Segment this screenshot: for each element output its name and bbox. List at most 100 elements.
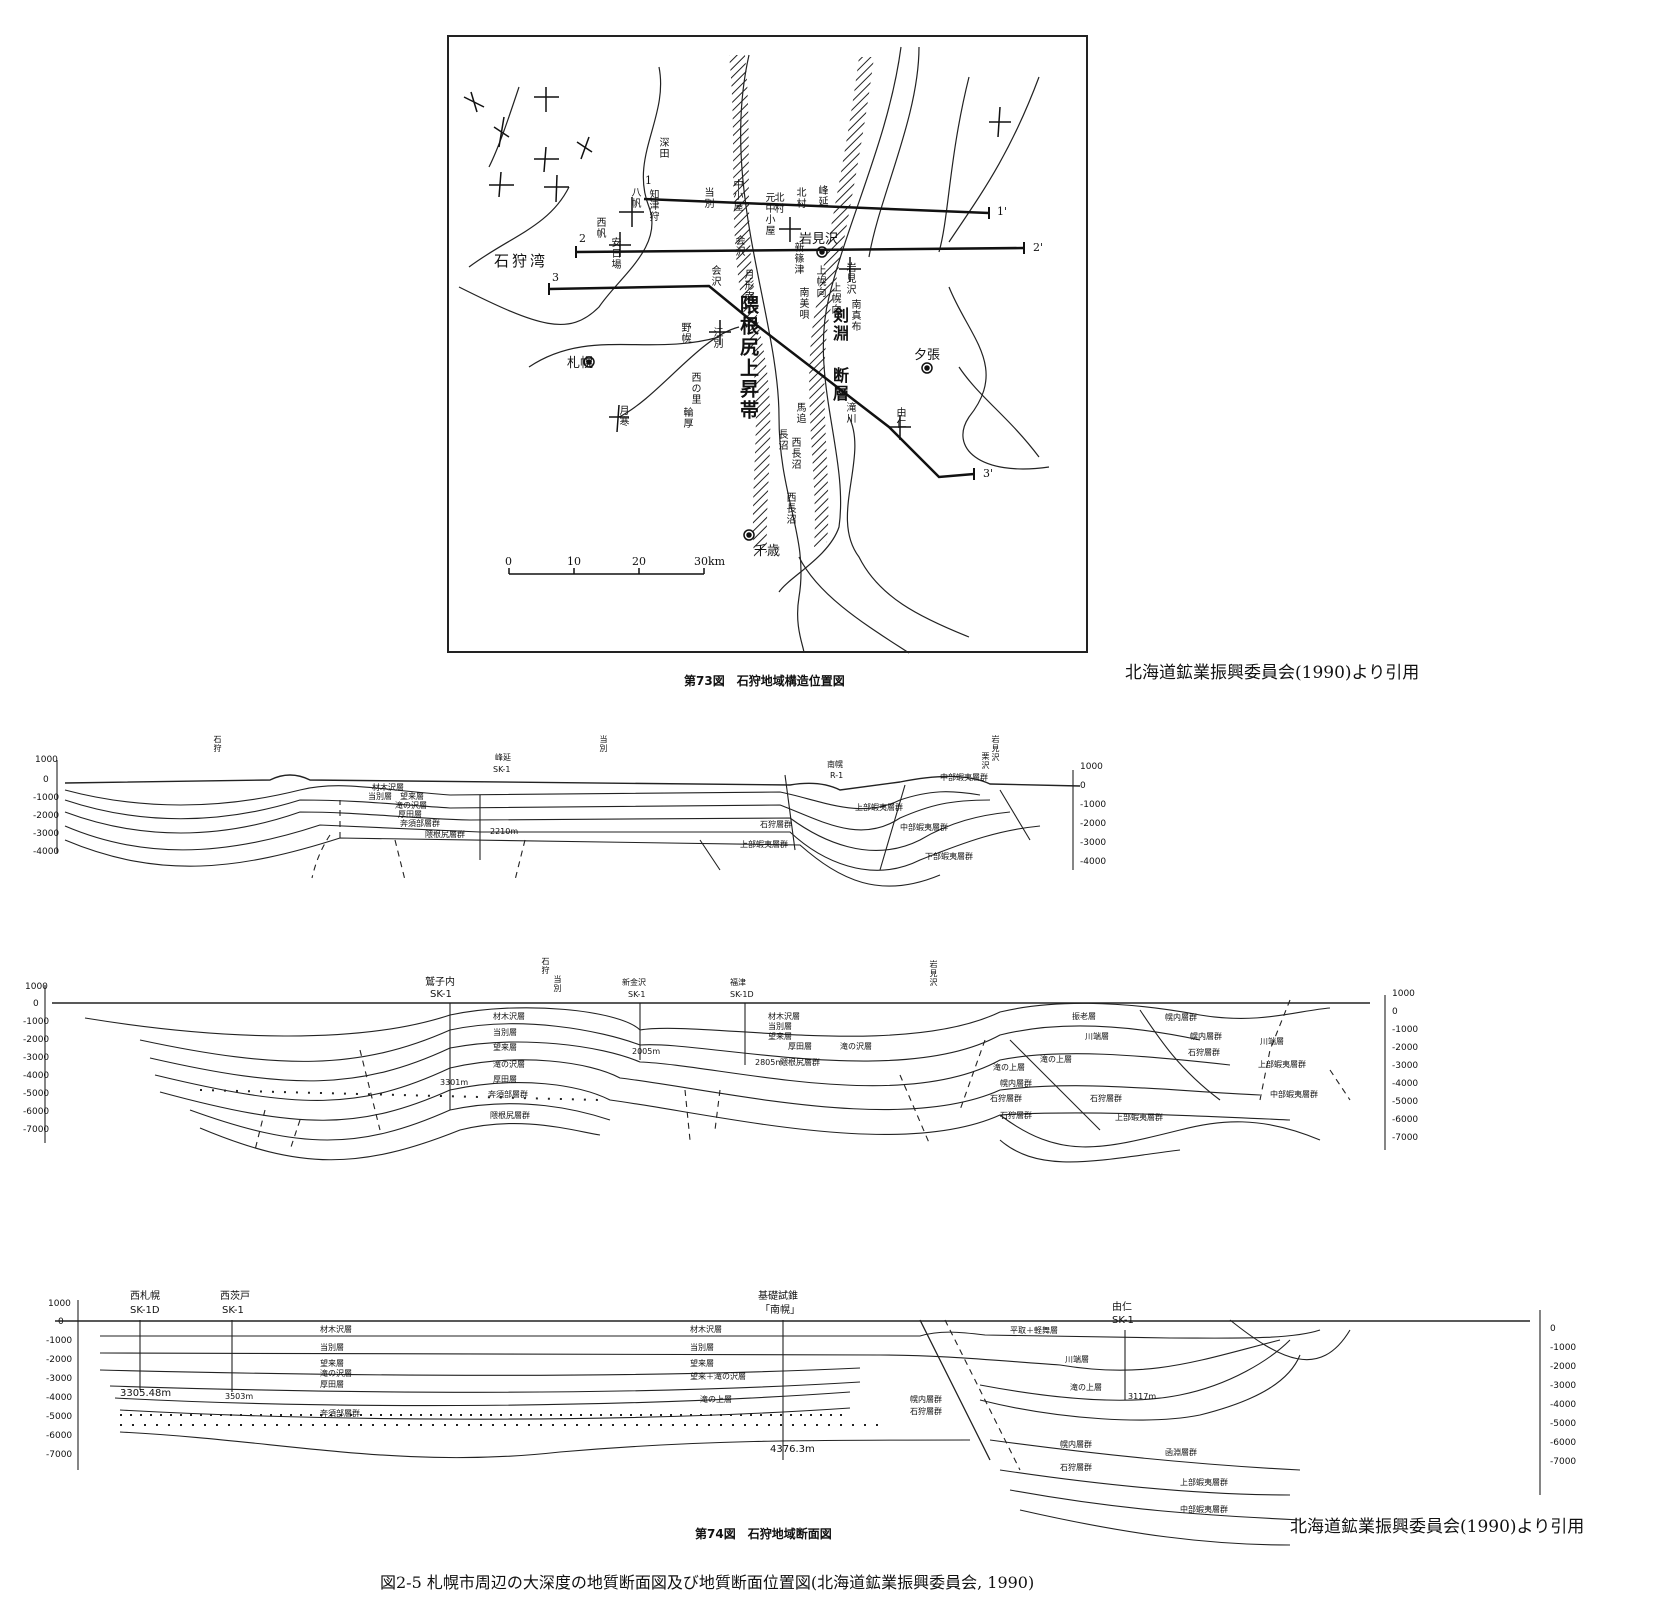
s3-yl: -5000 — [46, 1412, 73, 1422]
s2-unit: 厚田層 — [788, 1042, 812, 1051]
s2-unit: 隈根尻層群 — [780, 1058, 820, 1067]
s2-yl: -6000 — [23, 1107, 50, 1117]
location-map: 石狩湾 札幌 岩見沢 夕張 千歳 1 1' 2 2' 3 3' 0 10 20 … — [447, 35, 1088, 654]
s2-yl: -2000 — [23, 1035, 50, 1045]
place-label: 江別 — [711, 327, 722, 349]
s1-unit: 奔須部層群 — [400, 819, 440, 828]
place-label: 北村 — [794, 187, 805, 209]
place-label: 西長沼 — [789, 437, 800, 470]
s3-well-name: 基礎試錐 — [758, 1291, 798, 1302]
s3-depth: 3117m — [1128, 1392, 1157, 1401]
place-label: 新篠津 — [792, 242, 803, 275]
s1-yl-1000: 1000 — [35, 755, 58, 765]
place-label: 野幌 — [679, 322, 690, 344]
s2-yl: 1000 — [25, 982, 48, 992]
section-1-start: 1 — [645, 174, 652, 187]
s3-unit: 函淵層群 — [1165, 1448, 1197, 1457]
s1-yl-0: 0 — [43, 775, 49, 785]
s3-unit: 望来＋滝の沢層 — [690, 1372, 746, 1381]
s3-unit: 川端層 — [1065, 1355, 1089, 1364]
s3-unit: 奔須部層群 — [320, 1409, 360, 1418]
place-label: 長沼 — [776, 429, 787, 451]
s2-yr: -7000 — [1392, 1133, 1419, 1143]
s2-yr: -1000 — [1392, 1025, 1419, 1035]
place-label: 安日場 — [609, 237, 620, 270]
s1-unit: 厚田層 — [398, 810, 422, 819]
s2-unit: 中部蝦夷層群 — [1270, 1090, 1318, 1099]
s2-unit: 幌内層群 — [1165, 1013, 1197, 1022]
s2-yr: -2000 — [1392, 1043, 1419, 1053]
s3-unit: 当別層 — [690, 1343, 714, 1352]
s1-unit: 石狩層群 — [760, 820, 792, 829]
town-yubari: 夕張 — [914, 348, 941, 363]
s1-yl-m1000: -1000 — [33, 793, 60, 803]
place-label: 知津狩 — [647, 189, 658, 222]
sections-citation: 北海道鉱業振興委員会(1990)より引用 — [1290, 1517, 1585, 1537]
s2-well-name: 新金沢 — [622, 978, 646, 987]
s2-unit: 望来層 — [768, 1032, 792, 1041]
s3-unit: 中部蝦夷層群 — [1180, 1505, 1228, 1514]
s3-yr: -5000 — [1550, 1419, 1577, 1429]
s2-well-id: SK-1 — [430, 989, 452, 1000]
s1-unit: 滝の沢層 — [395, 801, 427, 810]
s2-yr: -5000 — [1392, 1097, 1419, 1107]
s3-unit: 上部蝦夷層群 — [1180, 1478, 1228, 1487]
place-label: 岩見沢 — [844, 262, 855, 295]
s3-depth: 3305.48m — [120, 1388, 172, 1399]
s2-unit: 当別層 — [768, 1022, 792, 1031]
s1-unit: 中部蝦夷層群 — [940, 773, 988, 782]
s1-label: 栗沢 — [981, 752, 990, 770]
uplift-zone-east — [809, 57, 874, 547]
s3-yr: -6000 — [1550, 1438, 1577, 1448]
s1-yl-m3000: -3000 — [33, 829, 60, 839]
s2-unit: 材木沢層 — [493, 1012, 525, 1021]
s2-unit: 石狩層群 — [1090, 1094, 1122, 1103]
s3-yr: -4000 — [1550, 1400, 1577, 1410]
s3-unit: 望来層 — [690, 1359, 714, 1368]
uplift-zone-west — [729, 55, 771, 557]
place-label: 中小屋 — [731, 179, 742, 212]
s2-unit: 望来層 — [493, 1043, 517, 1052]
s3-well-name: 由仁 — [1112, 1302, 1132, 1313]
s3-yl: 1000 — [48, 1299, 71, 1309]
scale-20: 20 — [632, 555, 646, 568]
place-label: 滝川 — [844, 402, 855, 424]
scale-10: 10 — [567, 555, 581, 568]
s1-unit: 材木沢層 — [372, 783, 404, 792]
fault-label: 剣淵 — [830, 307, 849, 343]
s3-depth: 3503m — [225, 1392, 254, 1401]
s2-yr: -3000 — [1392, 1061, 1419, 1071]
section-1-end: 1' — [997, 205, 1008, 218]
map-linework — [458, 46, 1050, 654]
s2-unit: 川端層 — [1260, 1037, 1284, 1046]
s2-unit: 滝の沢層 — [493, 1060, 525, 1069]
s3-well-id: SK-1 — [222, 1305, 244, 1316]
s2-unit: 滝の上層 — [1040, 1055, 1072, 1064]
place-label: 深田 — [657, 137, 668, 159]
s2-label: 当別 — [553, 975, 562, 993]
s2-yr: -6000 — [1392, 1115, 1419, 1125]
s2-yl: -3000 — [23, 1053, 50, 1063]
s2-unit: 奔須部層群 — [488, 1090, 528, 1099]
s3-unit: 滝の上層 — [700, 1395, 732, 1404]
s2-unit: 振老層 — [1072, 1012, 1096, 1021]
s3-yl: -4000 — [46, 1393, 73, 1403]
place-label: 西帆 — [594, 217, 605, 239]
place-label: 峰延 — [816, 185, 827, 207]
s3-well-id: SK-1 — [1112, 1315, 1134, 1326]
place-label: 南真布 — [849, 299, 860, 332]
sections-caption: 第74図 石狩地域断面図 — [695, 1527, 832, 1541]
s3-unit: 幌内層群 — [910, 1395, 942, 1404]
s2-yr: -4000 — [1392, 1079, 1419, 1089]
s1-depth: 2210m — [490, 827, 519, 836]
s3-yr: 0 — [1550, 1324, 1556, 1334]
s1-yr-0: 0 — [1080, 781, 1086, 791]
s3-unit: 厚田層 — [320, 1380, 344, 1389]
s3-unit: 石狩層群 — [1060, 1463, 1092, 1472]
s3-yl: 0 — [58, 1317, 64, 1327]
s2-unit: 材木沢層 — [768, 1012, 800, 1021]
s2-unit: 当別層 — [493, 1028, 517, 1037]
s1-unit: 上部蝦夷層群 — [855, 803, 903, 812]
s2-unit: 幌内層群 — [1000, 1079, 1032, 1088]
s3-unit: 幌内層群 — [1060, 1440, 1092, 1449]
